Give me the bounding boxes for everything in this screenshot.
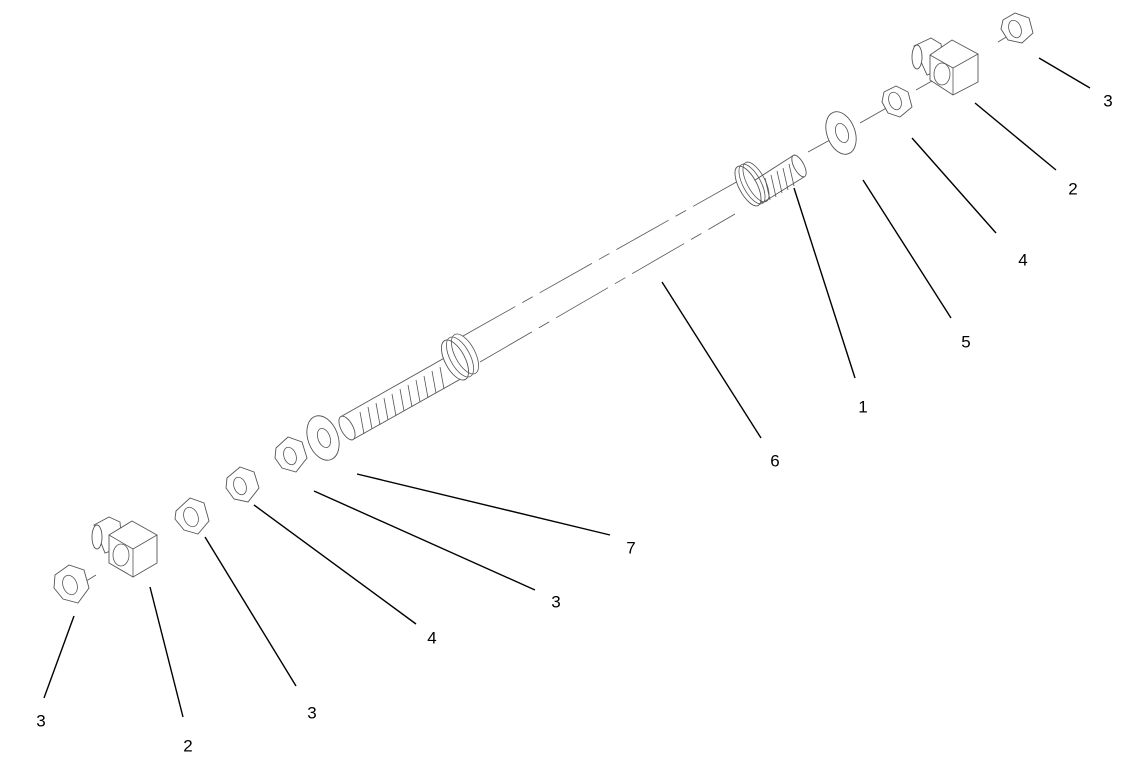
callout-1: 1 [858, 397, 868, 417]
tee-fitting-upper-part-2 [911, 37, 979, 96]
callout-3-bottom-left: 3 [36, 711, 46, 731]
callout-6: 6 [770, 451, 780, 471]
callout-4-upper: 4 [1018, 250, 1028, 270]
callout-3-lower: 3 [307, 703, 317, 723]
threaded-rod-lower [338, 333, 479, 441]
tube-body-part-6 [462, 179, 741, 363]
hex-nut-lower-part-3b [174, 497, 210, 535]
callout-4-lower: 4 [427, 628, 437, 648]
hex-nut-upper-part-4 [881, 85, 913, 118]
washer-lower-part-7 [306, 415, 340, 461]
hex-nut-lower-part-3a [274, 436, 308, 473]
callout-3-top-right: 3 [1103, 91, 1113, 111]
threaded-rod-upper-part-1 [734, 154, 807, 207]
callout-5: 5 [961, 332, 971, 352]
callout-7: 7 [626, 538, 636, 558]
callout-2-lower: 2 [183, 736, 193, 756]
washer-upper-part-5 [825, 111, 857, 155]
hex-nut-top-right-part-3 [1000, 12, 1034, 44]
center-axis [82, 35, 1009, 584]
callout-3-middle: 3 [551, 592, 561, 612]
hex-nut-lower-part-4 [225, 466, 260, 503]
callout-2-upper: 2 [1068, 179, 1078, 199]
hex-nut-bottom-left-part-3 [53, 564, 90, 604]
leader-lines [43, 57, 1091, 718]
tee-fitting-lower-part-2 [91, 516, 158, 578]
